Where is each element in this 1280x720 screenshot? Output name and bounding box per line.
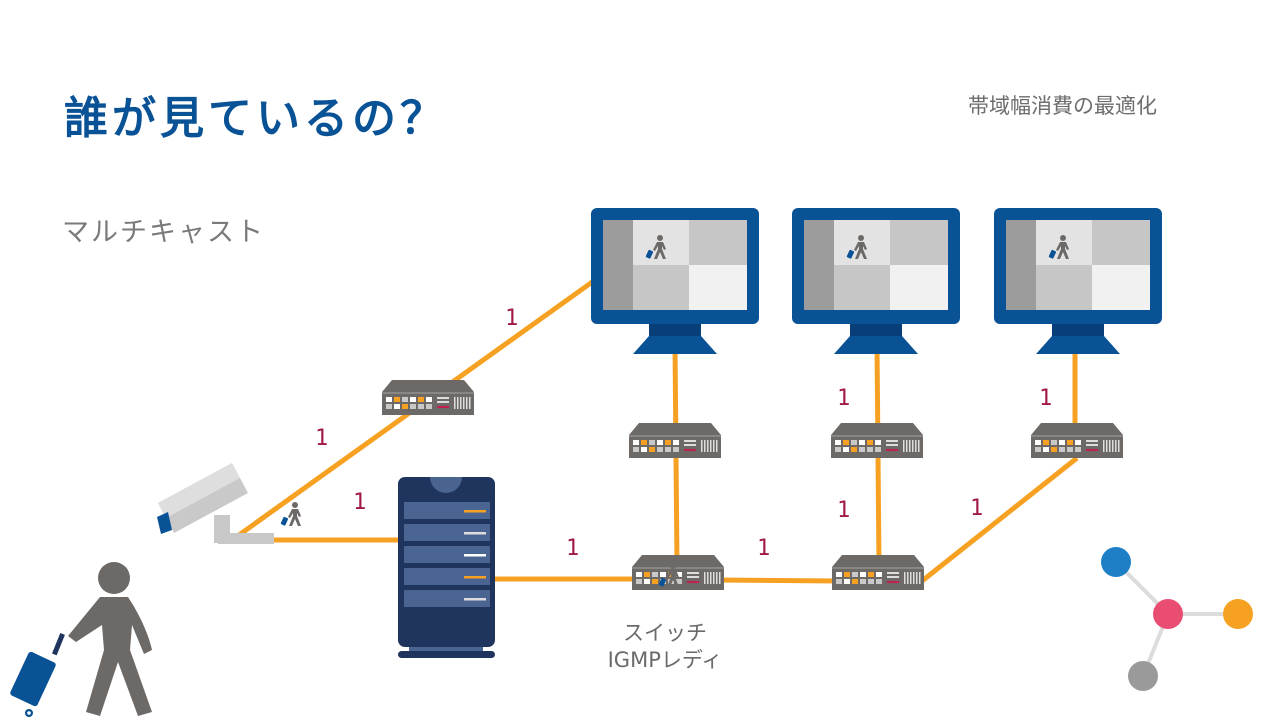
switch-caption-line1: スイッチ [623,621,707,645]
hop-count-label: 1 [566,536,579,561]
hop-count-label: 1 [970,496,983,521]
switch-caption-line2: IGMPレディ [607,648,723,672]
network-switch-icon [382,380,474,415]
monitor-icon [994,208,1162,354]
switch-caption: スイッチ IGMPレディ [600,620,730,674]
network-switch-icon [1031,423,1123,458]
person-with-luggage-icon [10,562,152,717]
server-rack-icon [398,477,495,658]
link-core-to-switch-c [714,577,841,584]
hop-count-label: 1 [315,426,328,451]
network-nodes-icon [1101,547,1253,691]
monitor-icon [591,208,759,354]
security-camera-icon [157,463,274,544]
section-subtitle: マルチキャスト [62,217,265,248]
network-switch-icon [629,423,721,458]
monitor-icon [792,208,960,354]
topic-label: 帯域幅消費の最適化 [968,94,1157,118]
page-title: 誰が見ているの？ [64,93,448,144]
hop-count-label: 1 [837,386,850,411]
network-switch-icon [831,423,923,458]
hop-count-label: 1 [757,536,770,561]
hop-count-label: 1 [505,306,518,331]
network-switch-icon [832,555,924,590]
hop-count-label: 1 [837,498,850,523]
hop-count-label: 1 [353,490,366,515]
link-switch-c-to-switch-e [920,456,1079,583]
hop-count-label: 1 [1039,386,1052,411]
